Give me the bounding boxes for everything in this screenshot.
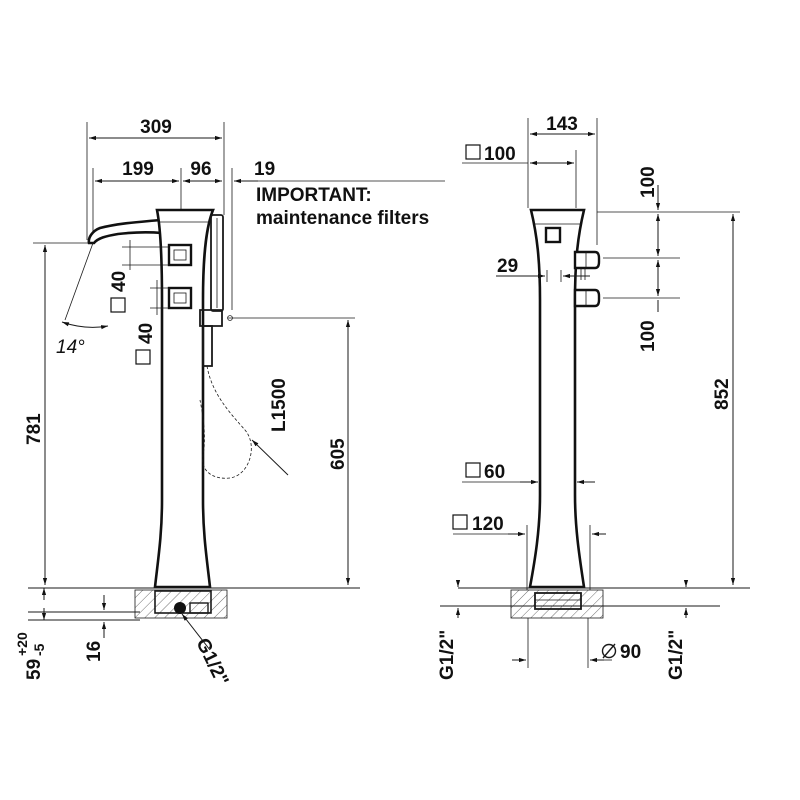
dim-knob-size-front: 29 <box>497 256 518 277</box>
floor-hatching-front <box>511 590 603 618</box>
knob-side-upper <box>573 250 601 270</box>
dim-spout-height: 781 <box>24 413 45 445</box>
dim-depth: 143 <box>546 114 578 135</box>
dimension-row-2: 199 96 19 <box>92 159 445 310</box>
maintenance-note-title: IMPORTANT: <box>256 185 372 206</box>
dimension-309: 309 <box>86 117 225 240</box>
svg-text:-5: -5 <box>31 643 47 656</box>
indicator-square <box>544 226 562 244</box>
knob-lower <box>167 286 193 310</box>
maintenance-note-text: maintenance filters <box>256 208 429 229</box>
dim-connection-left: G1/2" <box>437 630 458 680</box>
front-view: 143 100 29 100 100 852 <box>437 114 750 680</box>
hand-shower <box>199 214 355 479</box>
dim-knob-upper: 40 <box>109 271 130 292</box>
mixer-body <box>153 208 215 589</box>
dim-mid-square: 60 <box>484 462 505 483</box>
dim-top-square: 100 <box>484 144 516 165</box>
dimension-605: 605 <box>328 320 351 585</box>
dim-total-height: 852 <box>712 378 733 410</box>
dim-connection: G1/2" <box>192 635 233 689</box>
svg-text:+20: +20 <box>14 632 30 656</box>
spout <box>87 218 164 245</box>
angle-dimension: 14° <box>56 242 109 358</box>
dim-shower-height: 605 <box>328 438 349 470</box>
diameter-symbol <box>601 643 617 659</box>
dimension-781: 781 <box>24 242 88 585</box>
dim-pipe-depth: 16 <box>84 641 105 662</box>
svg-text:59: 59 <box>24 659 45 680</box>
dim-spacing-top: 100 <box>638 166 659 198</box>
dim-connection-right: G1/2" <box>666 630 687 680</box>
dim-total-depth: 59 +20 -5 <box>14 632 47 680</box>
knob-upper <box>167 243 193 267</box>
dim-angle: 14° <box>56 337 85 358</box>
pipe-connection <box>174 602 186 614</box>
knob-dimensions: 40 40 <box>109 240 169 365</box>
dim-pipe-diameter: 90 <box>620 642 641 663</box>
dim-shower-offset: 19 <box>254 159 275 180</box>
dim-spout-reach: 199 <box>122 159 154 180</box>
dim-spacing-bottom: 100 <box>638 320 659 352</box>
dim-base-square: 120 <box>472 514 504 535</box>
knob-side-lower <box>573 288 601 308</box>
dim-knob-lower: 40 <box>136 323 157 344</box>
dim-total-width: 309 <box>140 117 172 138</box>
dim-hose-length: L1500 <box>269 378 290 432</box>
dim-body-to-shower: 96 <box>190 159 211 180</box>
side-view: 309 199 96 19 IMPORTANT: maintenance fil… <box>14 117 445 689</box>
